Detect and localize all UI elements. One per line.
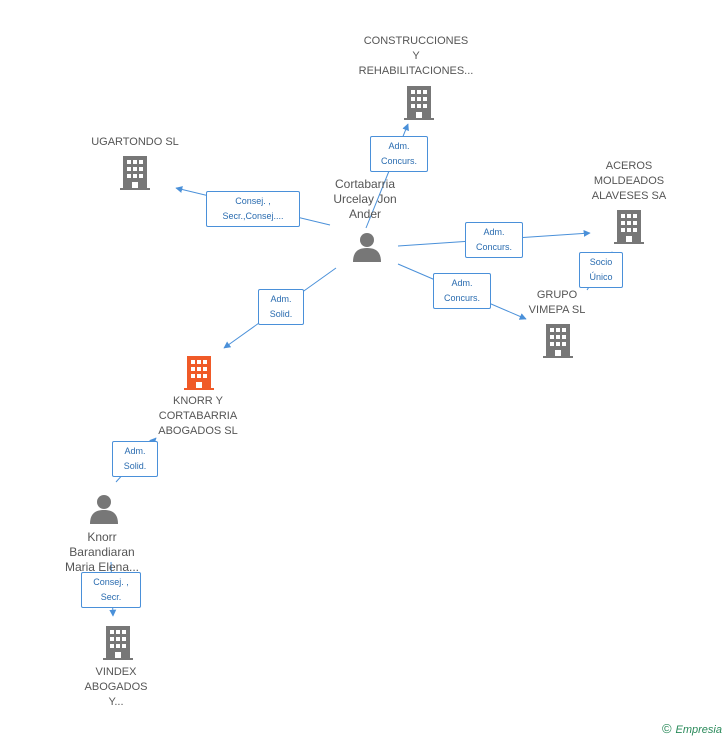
edge-label-line: Adm.	[270, 294, 292, 304]
node-label-line: UGARTONDO SL	[91, 136, 179, 148]
edge-label-line: Concurs.	[443, 293, 480, 303]
edge-label-line: Adm.	[451, 278, 473, 288]
node-label-ugartondo[interactable]: UGARTONDO SL	[70, 135, 200, 150]
node-label-line: ALAVESES SA	[591, 190, 667, 202]
node-label-vindex[interactable]: VINDEX ABOGADOS Y...	[64, 665, 168, 710]
building-icon[interactable]	[543, 324, 573, 358]
node-label-aceros[interactable]: ACEROS MOLDEADOS ALAVESES SA	[570, 159, 688, 204]
node-label-line: Cortabarria	[334, 177, 396, 191]
node-label-line: VIMEPA SL	[528, 304, 586, 316]
node-label-line: CONSTRUCCIONES	[363, 35, 469, 47]
node-label-line: Barandiaran	[69, 545, 135, 559]
edge-label-line: Consej. ,	[235, 196, 271, 206]
edge-label-line: Consej. ,	[93, 577, 129, 587]
edge-label-grupo[interactable]: Adm. Concurs.	[433, 273, 491, 309]
edge-label-aceros[interactable]: Adm. Concurs.	[465, 222, 523, 258]
edge-label-knorr-cortabarria[interactable]: Adm. Solid.	[258, 289, 304, 325]
node-label-grupo[interactable]: GRUPO VIMEPA SL	[510, 288, 604, 318]
edge-label-line: Socio	[589, 257, 613, 267]
node-label-knorr-cortabarria[interactable]: KNORR Y CORTABARRIA ABOGADOS SL	[138, 394, 258, 439]
edge-label-vindex[interactable]: Consej. , Secr.	[81, 572, 141, 608]
building-icon[interactable]	[404, 86, 434, 120]
person-icon[interactable]	[353, 233, 381, 262]
node-label-line: Urcelay Jon	[333, 192, 397, 206]
node-label-line: ACEROS	[605, 160, 653, 172]
edge-label-line: Secr.,Consej....	[222, 211, 284, 221]
node-label-line: Y...	[108, 696, 124, 708]
node-label-line: ABOGADOS SL	[158, 425, 238, 437]
node-label-line: KNORR Y	[173, 395, 223, 407]
edge-label-line: Secr.	[100, 592, 122, 602]
edge-label-line: Adm.	[124, 446, 146, 456]
edge-label-line: Único	[589, 272, 613, 282]
edge-label-knorr-person[interactable]: Adm. Solid.	[112, 441, 158, 477]
footer-brand: ©Empresia	[662, 721, 722, 736]
building-icon[interactable]	[120, 156, 150, 190]
edge-label-line: Concurs.	[380, 156, 417, 166]
edge-label-line: Solid.	[269, 309, 293, 319]
node-label-line: Maria Elena...	[64, 560, 140, 574]
node-label-line: CORTABARRIA	[158, 410, 238, 422]
edge-label-construcciones[interactable]: Adm. Concurs.	[370, 136, 428, 172]
node-label-line: REHABILITACIONES...	[358, 65, 474, 77]
node-label-line: VINDEX	[95, 666, 137, 678]
person-icon[interactable]	[90, 495, 118, 524]
edge-label-ugartondo[interactable]: Consej. , Secr.,Consej....	[206, 191, 300, 227]
node-label-line: Knorr	[87, 530, 117, 544]
edge-label-line: Adm.	[483, 227, 505, 237]
node-label-line: ABOGADOS	[84, 681, 148, 693]
node-label-construcciones[interactable]: CONSTRUCCIONES Y REHABILITACIONES...	[340, 34, 492, 79]
node-label-line: Y	[412, 50, 420, 62]
node-label-line: GRUPO	[536, 289, 578, 301]
brand-name: Empresia	[675, 724, 722, 736]
edge-label-line: Concurs.	[475, 242, 512, 252]
copyright-icon: ©	[661, 721, 672, 736]
building-icon[interactable]	[103, 626, 133, 660]
building-icon[interactable]	[614, 210, 644, 244]
edge-label-line: Solid.	[123, 461, 147, 471]
edge-label-line: Adm.	[388, 141, 410, 151]
building-icon[interactable]	[184, 356, 214, 390]
node-label-line: Ander	[348, 207, 382, 221]
node-label-line: MOLDEADOS	[593, 175, 665, 187]
